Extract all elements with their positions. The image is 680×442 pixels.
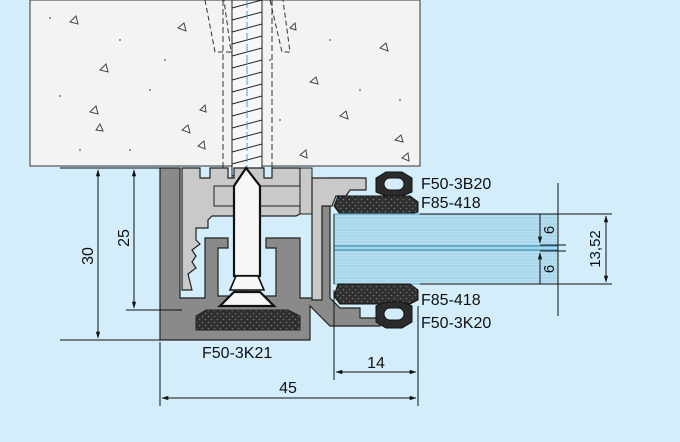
dim-13-52: 13,52 — [587, 230, 604, 268]
label-f50-3k21: F50-3K21 — [202, 345, 272, 362]
dim-6-bottom: 6 — [541, 265, 558, 273]
clamp-top — [311, 177, 367, 301]
dim-6-top: 6 — [541, 226, 558, 234]
screw-head — [217, 166, 277, 308]
dim-45: 45 — [279, 380, 297, 397]
label-f50-3b20: F50-3B20 — [421, 176, 491, 193]
dim-30: 30 — [80, 247, 97, 265]
label-f85-418-bottom: F85-418 — [421, 292, 481, 309]
screw-hole — [204, 0, 291, 168]
concrete-block — [29, 0, 421, 167]
strip-top-f85-418 — [333, 195, 419, 215]
dimension-lines — [60, 167, 612, 406]
glass-pane — [333, 213, 559, 285]
strip-bottom-f85-418 — [333, 283, 419, 305]
label-f85-418-top: F85-418 — [421, 195, 481, 212]
dim-14: 14 — [367, 355, 385, 372]
label-f50-3k20: F50-3K20 — [421, 315, 491, 332]
gasket-top-f50-3b20 — [375, 171, 413, 197]
gasket-bottom-f50-3k20 — [375, 301, 413, 329]
dim-25: 25 — [116, 229, 133, 247]
